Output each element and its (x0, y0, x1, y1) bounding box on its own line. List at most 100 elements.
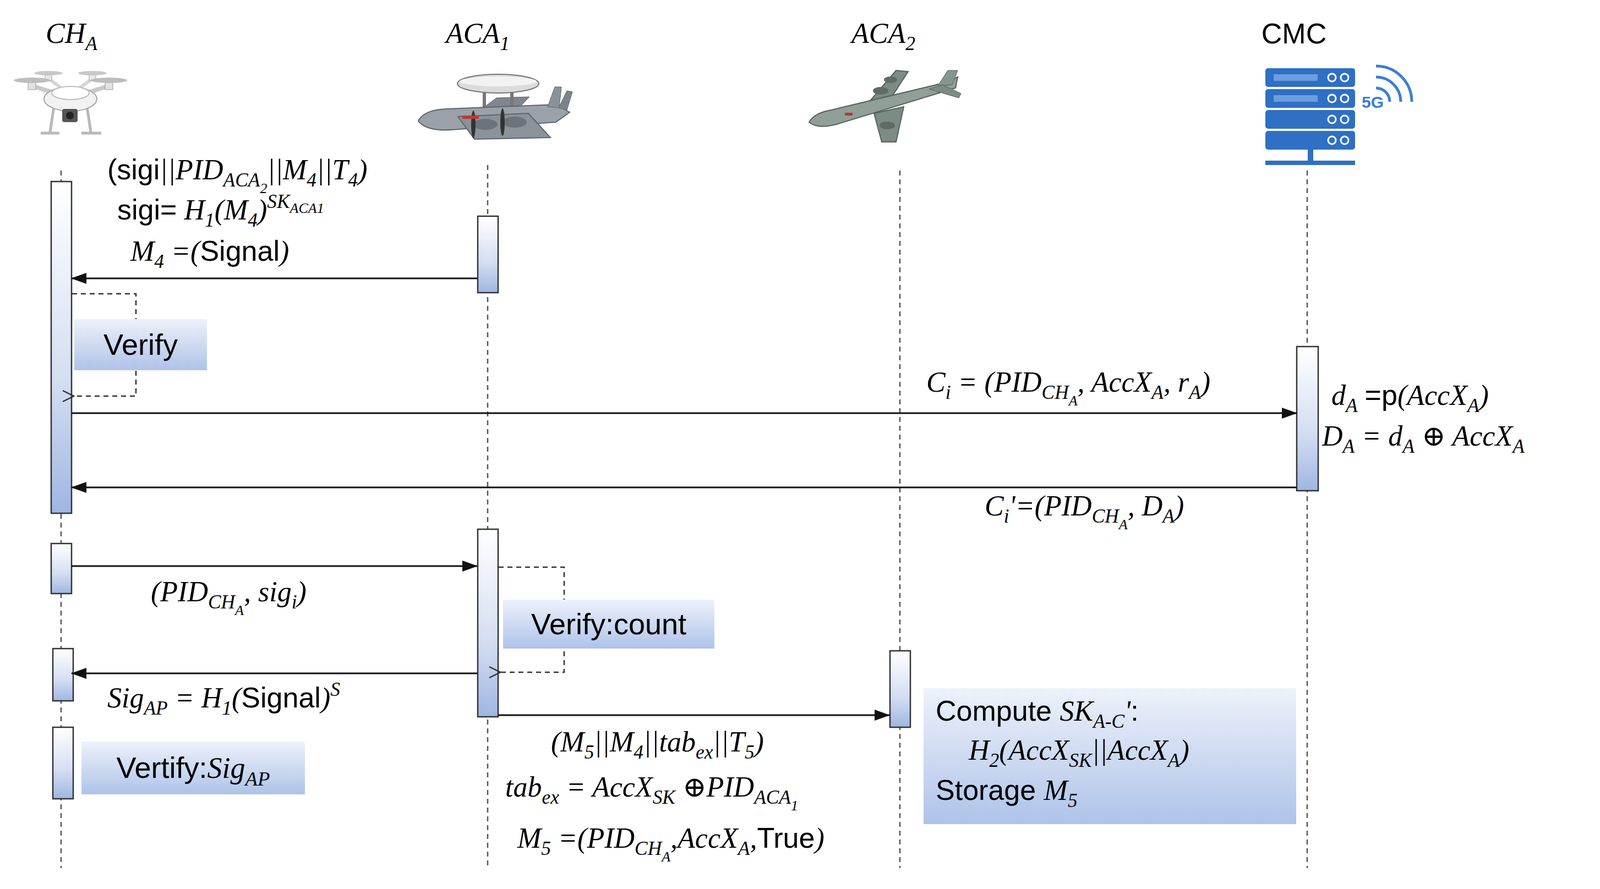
message-label: Ci'=(PIDCHA, DA) (984, 489, 1184, 524)
message-label: (M5||M4||tabex||T5) (550, 725, 764, 760)
text-run: 4 (154, 250, 165, 273)
transport-aircraft-icon (809, 70, 961, 143)
server-led (1328, 115, 1336, 124)
text-run: ex (695, 741, 713, 764)
message-arrow (71, 565, 478, 568)
note-box: Verify (74, 319, 207, 371)
text-run: CH (1041, 381, 1069, 404)
text-run: 5 (744, 741, 755, 764)
text-run: Vertify: (116, 751, 208, 785)
lifeline-column: ACA2 (889, 16, 911, 869)
activation-bar (51, 543, 72, 594)
message-arrow (71, 673, 478, 675)
text-run: A (1151, 381, 1164, 404)
message-arrow (498, 714, 890, 717)
server-led (1328, 94, 1336, 103)
message-label: SigAP = H1(Signal)S (107, 680, 341, 716)
formula-label: M5 =(PIDCHA,AccXA,True) (517, 821, 825, 856)
text-run: SK (652, 786, 676, 809)
aircraft-engine (473, 118, 498, 130)
text-run: A (1188, 381, 1201, 404)
lifeline (899, 170, 901, 869)
text-run: A (661, 849, 671, 866)
text-run: A (1068, 392, 1078, 409)
text-run: i (945, 381, 952, 404)
server-led (1328, 73, 1336, 82)
server-unit (1265, 89, 1356, 108)
text-run: A (1512, 435, 1525, 458)
text-run: =p (1364, 379, 1398, 412)
activation-bars (51, 181, 1319, 800)
text-run: 4 (347, 168, 358, 191)
text-run: A (1342, 435, 1356, 458)
note-text: Verify:count (531, 606, 687, 643)
message-arrow (71, 487, 1297, 489)
text-run: AP (143, 697, 168, 720)
message-label: (PIDCHA, sigi) (150, 575, 307, 610)
text-run: A (235, 602, 244, 619)
text-run: sigi= (117, 193, 177, 226)
server-unit (1265, 130, 1356, 150)
text-run: : (1130, 695, 1139, 728)
lifeline (1306, 170, 1309, 869)
activation-bar (1296, 346, 1319, 491)
lifelines (61, 165, 1308, 869)
aircraft-engine (872, 86, 889, 95)
formula-label: sigi= H1(M4)SKACA1 (117, 192, 325, 228)
text-run: 5 (584, 741, 595, 764)
text-run: Signal (241, 681, 321, 714)
note-box: Verify:count (503, 599, 715, 649)
activation-bar (477, 529, 499, 718)
drone-rotor (90, 77, 128, 84)
text-run: Compute (935, 695, 1060, 728)
drone-icon (13, 71, 128, 134)
text-run: CH (208, 591, 236, 614)
message-arrow (71, 412, 1297, 415)
lifeline-column: ACA1 (477, 16, 499, 869)
aircraft-tail (558, 90, 573, 111)
drone-rotor (13, 77, 51, 84)
text-run: 4 (633, 741, 644, 764)
text-run: A (1402, 435, 1415, 458)
formula-label: (sigi||PIDACA2||M4||T4) (107, 152, 368, 188)
server-led (1340, 136, 1349, 145)
text-run: A (738, 837, 751, 860)
lifeline-column: CHA (50, 16, 72, 869)
text-run: AP (245, 767, 271, 791)
note-box: Compute SKA-C':H2(AccXSK||AccXA)Storage … (923, 688, 1297, 825)
server-unit (1265, 110, 1356, 129)
text-run: 1 (221, 697, 232, 720)
text-run: SK (266, 190, 290, 213)
note-text: Storage M5 (935, 773, 1078, 808)
text-run: 1 (204, 209, 215, 232)
text-run: CH (1091, 505, 1119, 528)
participant-name: CHA (45, 16, 98, 51)
server-led (1340, 115, 1349, 124)
note-text: Vertify:SigAP (116, 750, 271, 787)
lifeline-column: CMC (1296, 16, 1318, 869)
text-run: A (1345, 394, 1358, 417)
note-box: Vertify:SigAP (81, 741, 305, 795)
message-arrow (71, 277, 478, 280)
formula-label: dA =p(AccXA) (1331, 378, 1489, 413)
aircraft-tail (547, 86, 562, 108)
participant-name: ACA1 (445, 16, 510, 51)
text-run: Signal (199, 235, 280, 267)
text-run: A (1118, 516, 1128, 533)
drone-body (44, 86, 97, 112)
server-unit (1265, 68, 1356, 87)
server-base (1265, 160, 1356, 166)
aircraft-engine (502, 116, 527, 128)
rotodome (457, 74, 539, 94)
text-run: 1 (790, 798, 799, 815)
activation-bar (477, 216, 499, 293)
formula-label: DA = dA ⊕ AccXA (1322, 419, 1525, 454)
text-run: (sigi (107, 153, 160, 186)
text-run: ACA1 (290, 200, 325, 217)
note-text: Compute SKA-C': (935, 694, 1139, 729)
text-run: ACA (223, 168, 261, 191)
drone-dome (51, 86, 90, 100)
text-run: 1 (499, 32, 510, 55)
aircraft-marking (462, 115, 479, 119)
